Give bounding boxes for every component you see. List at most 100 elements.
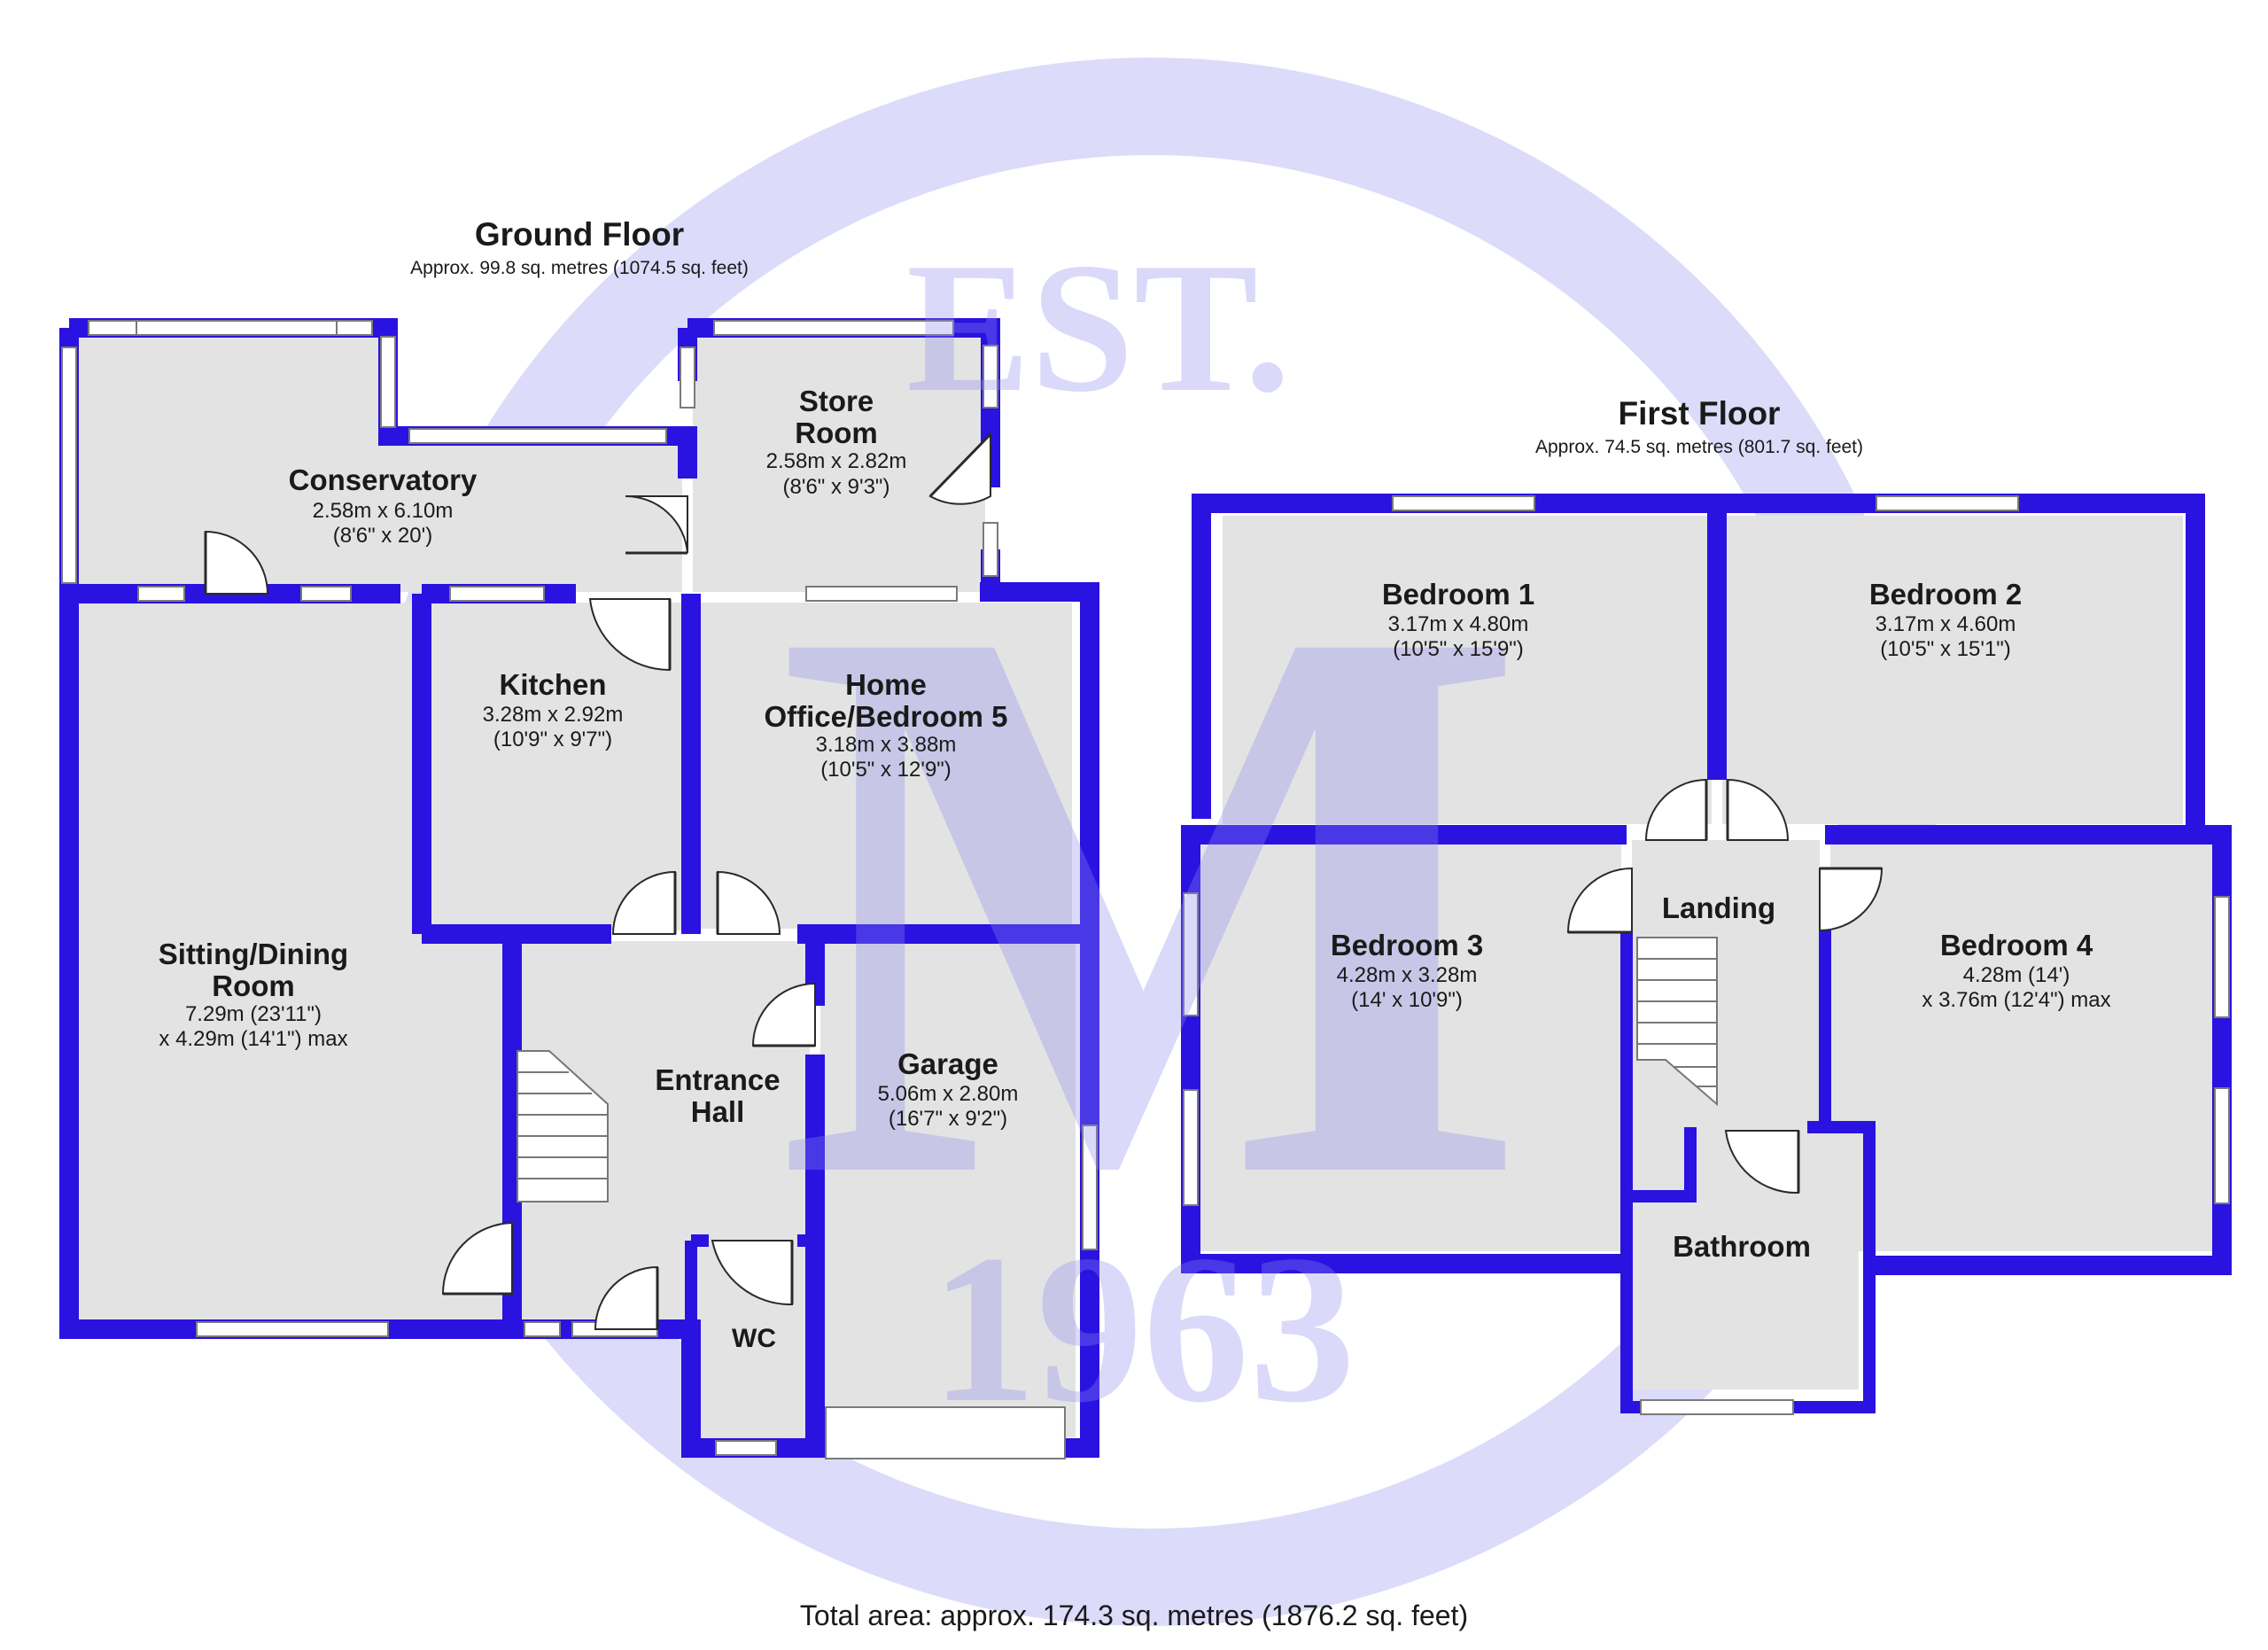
bathroom-name: Bathroom <box>1673 1230 1811 1263</box>
door-front <box>594 1265 659 1330</box>
bedroom3-dim-ft: (14' x 10'9") <box>1351 988 1463 1012</box>
door-kitchen-hall <box>611 870 677 935</box>
ground-floor-stairs <box>517 1050 609 1202</box>
conservatory-dim-m: 2.58m x 6.10m <box>313 499 454 523</box>
door-hall-sitting-swing <box>441 1221 513 1295</box>
bathroom-floor <box>1632 1132 1859 1389</box>
conservatory-floor-extension <box>393 436 682 592</box>
door-bedroom3-swing <box>1566 867 1633 933</box>
store-room-name-line2: Room <box>795 416 878 449</box>
conservatory-window-4 <box>408 428 667 444</box>
conservatory-window-east <box>380 336 396 428</box>
garage-floor <box>820 939 1076 1437</box>
store-window-north <box>713 320 954 336</box>
first-floor-stairs <box>1636 937 1718 1107</box>
bedroom4-wall <box>1825 825 2232 1275</box>
bedroom3-dim-m: 4.28m x 3.28m <box>1337 963 1478 987</box>
hall-window-small <box>524 1321 561 1337</box>
door-bedroom3 <box>1566 867 1633 934</box>
door-wc <box>711 1240 794 1306</box>
door-conservatory-store <box>625 494 688 555</box>
bedroom2-dim-ft: (10'5" x 15'1") <box>1880 637 2011 661</box>
store-room-floor <box>693 333 985 592</box>
door-bedroom2 <box>1726 778 1790 841</box>
door-bedroom4-swing <box>1819 868 1884 932</box>
bedroom3-name: Bedroom 3 <box>1331 929 1483 961</box>
watermark-year: 1963 <box>930 1210 1355 1446</box>
door-bedroom2-swing <box>1727 778 1790 841</box>
door-hall-garage <box>751 982 816 1047</box>
bedroom3-window-2 <box>1183 1089 1199 1206</box>
kitchen-window <box>449 586 545 602</box>
first-floor-labels: First Floor Approx. 74.5 sq. metres (801… <box>1331 395 2111 1263</box>
garage-dim-m: 5.06m x 2.80m <box>878 1082 1019 1106</box>
door-front-swing <box>594 1265 658 1330</box>
garage-door <box>825 1406 1066 1459</box>
ground-stairs-outline <box>517 1050 609 1202</box>
ground-floor-area: Approx. 99.8 sq. metres (1074.5 sq. feet… <box>410 258 749 278</box>
door-conservatory-kitchen-swing <box>588 598 671 672</box>
wc-window <box>715 1440 777 1456</box>
store-room-dim-ft: (8'6" x 9'3") <box>783 475 890 499</box>
sitting-window-north-1 <box>137 586 185 602</box>
ground-floor-plan <box>59 318 1099 1459</box>
store-room-name-line1: Store <box>799 385 874 417</box>
store-room-dim-m: 2.58m x 2.82m <box>766 449 907 473</box>
ground-floor-labels: Ground Floor Approx. 99.8 sq. metres (10… <box>159 216 1019 1353</box>
conservatory-window-1 <box>88 320 137 336</box>
bedroom1-window <box>1392 495 1535 511</box>
kitchen-name: Kitchen <box>499 668 606 701</box>
first-floor-area: Approx. 74.5 sq. metres (801.7 sq. feet) <box>1535 437 1863 457</box>
conservatory-window-west <box>61 346 77 584</box>
wc-name: WC <box>732 1324 776 1353</box>
sitting-dining-name-line1: Sitting/Dining <box>159 938 348 970</box>
door-bedroom1 <box>1644 778 1708 841</box>
total-area: Total area: approx. 174.3 sq. metres (18… <box>800 1599 1468 1631</box>
sitting-dining-dim-line2: x 4.29m (14'1") max <box>159 1027 347 1051</box>
ground-floor-title: Ground Floor <box>475 216 684 253</box>
watermark-text: EST. M 1963 <box>775 225 1527 1446</box>
store-window-east-lower <box>983 522 998 577</box>
bedroom1-dim-ft: (10'5" x 15'9") <box>1393 637 1524 661</box>
door-wc-swing <box>711 1240 793 1306</box>
bedroom3-wall <box>1181 825 1627 1273</box>
door-conservatory-sitting-swing <box>205 530 269 595</box>
bedroom4-window-1 <box>2214 896 2230 1018</box>
bathroom-inner-wall <box>1627 1127 1697 1202</box>
garage-window <box>1082 1125 1098 1250</box>
bedroom1-dim-m: 3.17m x 4.80m <box>1388 612 1529 636</box>
bathroom-window <box>1640 1399 1794 1415</box>
home-office-name-line1: Home <box>845 668 927 701</box>
garage-name: Garage <box>897 1047 998 1080</box>
kitchen-dim-m: 3.28m x 2.92m <box>483 703 624 727</box>
door-bedroom4 <box>1819 867 1884 932</box>
watermark-est: EST. <box>906 225 1291 431</box>
office-window <box>805 586 958 602</box>
door-office-hall-swing <box>717 870 781 935</box>
watermark-letter: M <box>775 459 1527 1343</box>
bedroom2-floor <box>1722 516 2183 824</box>
conservatory-dim-ft: (8'6" x 20') <box>333 524 432 548</box>
door-office-hall <box>716 870 781 935</box>
sitting-dining-name-line2: Room <box>212 969 295 1002</box>
bedroom3-window-1 <box>1183 892 1199 1016</box>
bedroom4-dim-line2: x 3.76m (12'4") max <box>1922 988 2110 1012</box>
kitchen-dim-ft: (10'9" x 9'7") <box>493 728 612 751</box>
door-bathroom-swing <box>1724 1130 1799 1195</box>
bathroom-wall <box>1620 1121 1876 1413</box>
home-office-dim-ft: (10'5" x 12'9") <box>820 758 951 782</box>
sitting-window-north-2 <box>300 586 352 602</box>
door-conservatory-kitchen <box>588 598 672 672</box>
door-bedroom1-swing <box>1644 778 1707 841</box>
door-conservatory-sitting <box>204 530 269 595</box>
conservatory-window-2 <box>136 320 338 336</box>
door-kitchen-hall-swing <box>611 870 676 935</box>
garage-dim-ft: (16'7" x 9'2") <box>889 1107 1007 1131</box>
entrance-hall-name-line2: Hall <box>691 1095 745 1128</box>
door-bathroom <box>1724 1130 1800 1195</box>
store-window-west <box>680 346 695 409</box>
entrance-hall-name-line1: Entrance <box>655 1063 780 1096</box>
door-conservatory-store-swing <box>625 494 688 554</box>
door-store-exterior <box>928 432 992 505</box>
